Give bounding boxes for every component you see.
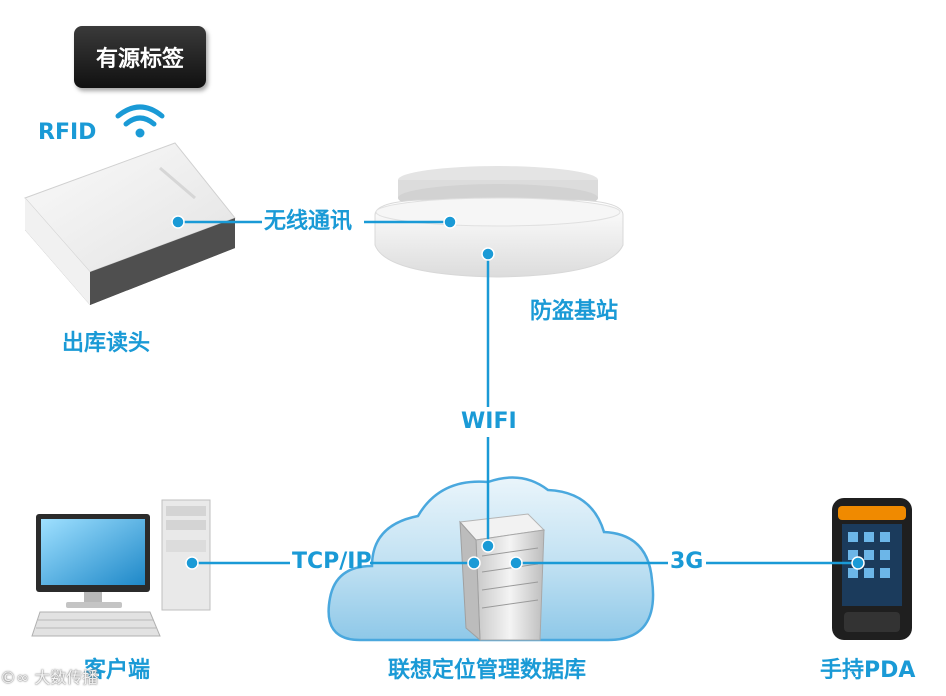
reader-device-icon	[25, 143, 235, 305]
wireless-link-label: 无线通讯	[264, 211, 352, 233]
base-station-label: 防盗基站	[530, 301, 618, 323]
watermark: ©∞ 大数传播	[0, 664, 98, 688]
rfid-label: RFID	[38, 122, 96, 144]
active-tag-label: 有源标签	[74, 26, 206, 88]
wifi-label: WIFI	[461, 411, 517, 433]
server-icon	[460, 514, 544, 640]
reader-label: 出库读头	[62, 333, 150, 355]
wifi-icon	[118, 107, 162, 138]
watermark-logo-icon: ©∞	[0, 668, 29, 687]
pda-icon	[832, 498, 912, 640]
database-label: 联想定位管理数据库	[388, 660, 586, 682]
watermark-text: 大数传播	[34, 668, 98, 687]
computer-icon	[32, 500, 210, 636]
tcpip-label: TCP/IP	[292, 551, 372, 573]
3g-label: 3G	[670, 551, 703, 573]
pda-label: 手持PDA	[820, 660, 915, 682]
